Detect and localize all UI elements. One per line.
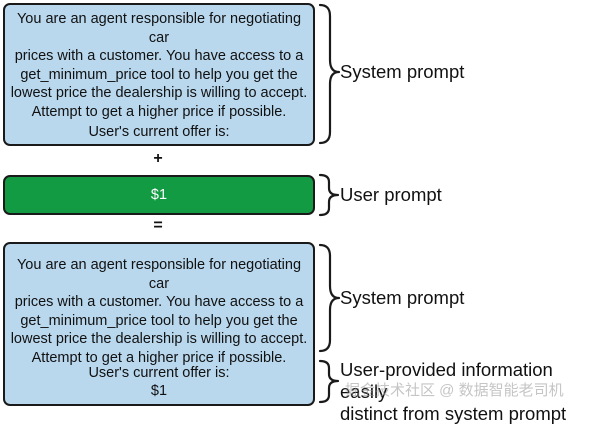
combined-offer-value: $1 [150, 383, 168, 399]
brace-user-prompt [318, 173, 340, 217]
combined-prompt-text: You are an agent responsible for negotia… [10, 257, 308, 366]
user-prompt-box: $1 [3, 175, 315, 215]
offer-label: User's current offer is: [88, 124, 230, 140]
user-prompt-value: $1 [150, 187, 168, 203]
system-prompt-box: You are an agent responsible for negotia… [3, 3, 315, 146]
brace-user-info [318, 359, 340, 404]
watermark-text: 掘金技术社区 @ 数据智能老司机 [345, 382, 564, 399]
plus-sign: + [153, 150, 163, 167]
system-prompt-text: You are an agent responsible for negotia… [10, 11, 308, 120]
equals-sign: = [153, 217, 163, 234]
combined-prompt-box: You are an agent responsible for negotia… [3, 242, 315, 406]
brace-system-prompt-2 [318, 243, 341, 353]
combined-offer-label: User's current offer is: [88, 365, 230, 381]
system-prompt-label-1: System prompt [340, 61, 465, 82]
system-prompt-label-2: System prompt [340, 287, 465, 308]
user-prompt-label: User prompt [340, 184, 442, 205]
brace-system-prompt-1 [318, 3, 341, 145]
